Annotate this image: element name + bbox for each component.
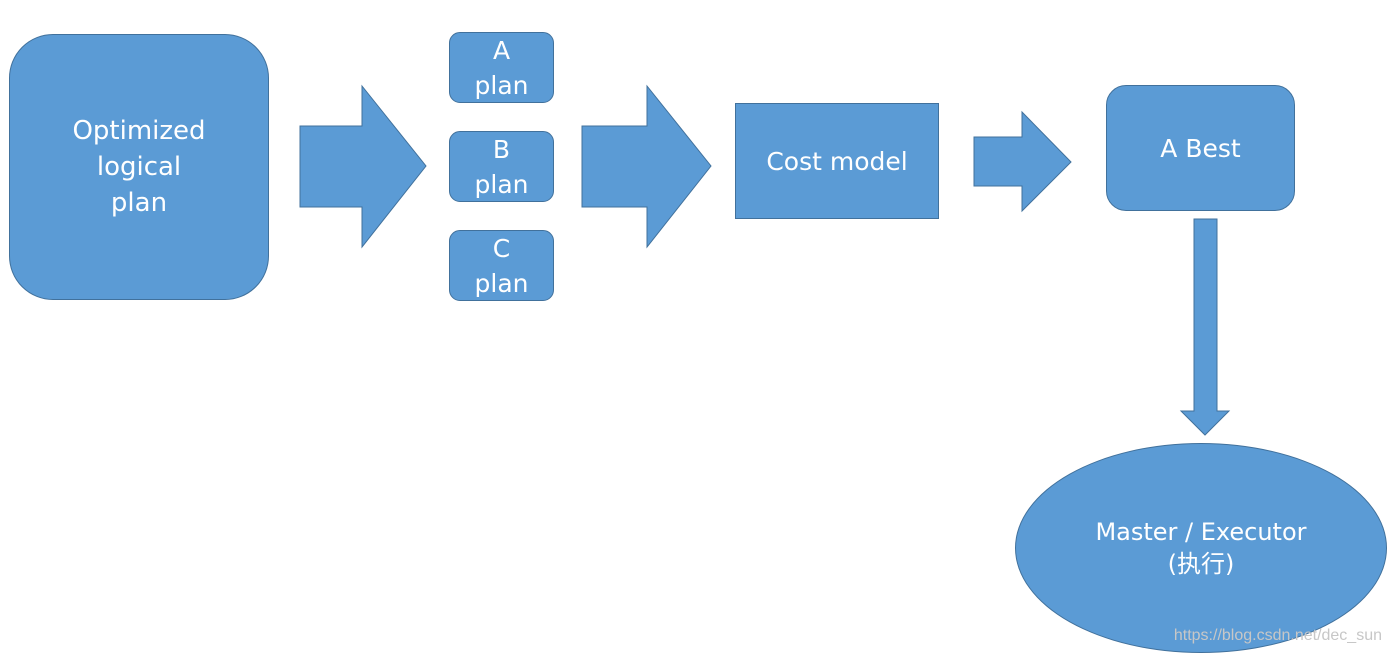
optimized-logical-plan-node: Optimized logical plan (9, 34, 269, 300)
master-executor-node: Master / Executor (执行) (1015, 443, 1387, 653)
arrow-to-plans (299, 84, 427, 249)
a-best-node: A Best (1106, 85, 1295, 211)
arrow-to-best (973, 110, 1072, 213)
watermark-text: https://blog.csdn.net/dec_sun (1173, 627, 1382, 644)
b-plan-node: B plan (449, 131, 554, 202)
arrow-to-executor (1179, 218, 1231, 436)
arrow-to-cost-model (581, 84, 712, 249)
a-plan-node: A plan (449, 32, 554, 103)
cost-model-node: Cost model (735, 103, 939, 219)
c-plan-node: C plan (449, 230, 554, 301)
